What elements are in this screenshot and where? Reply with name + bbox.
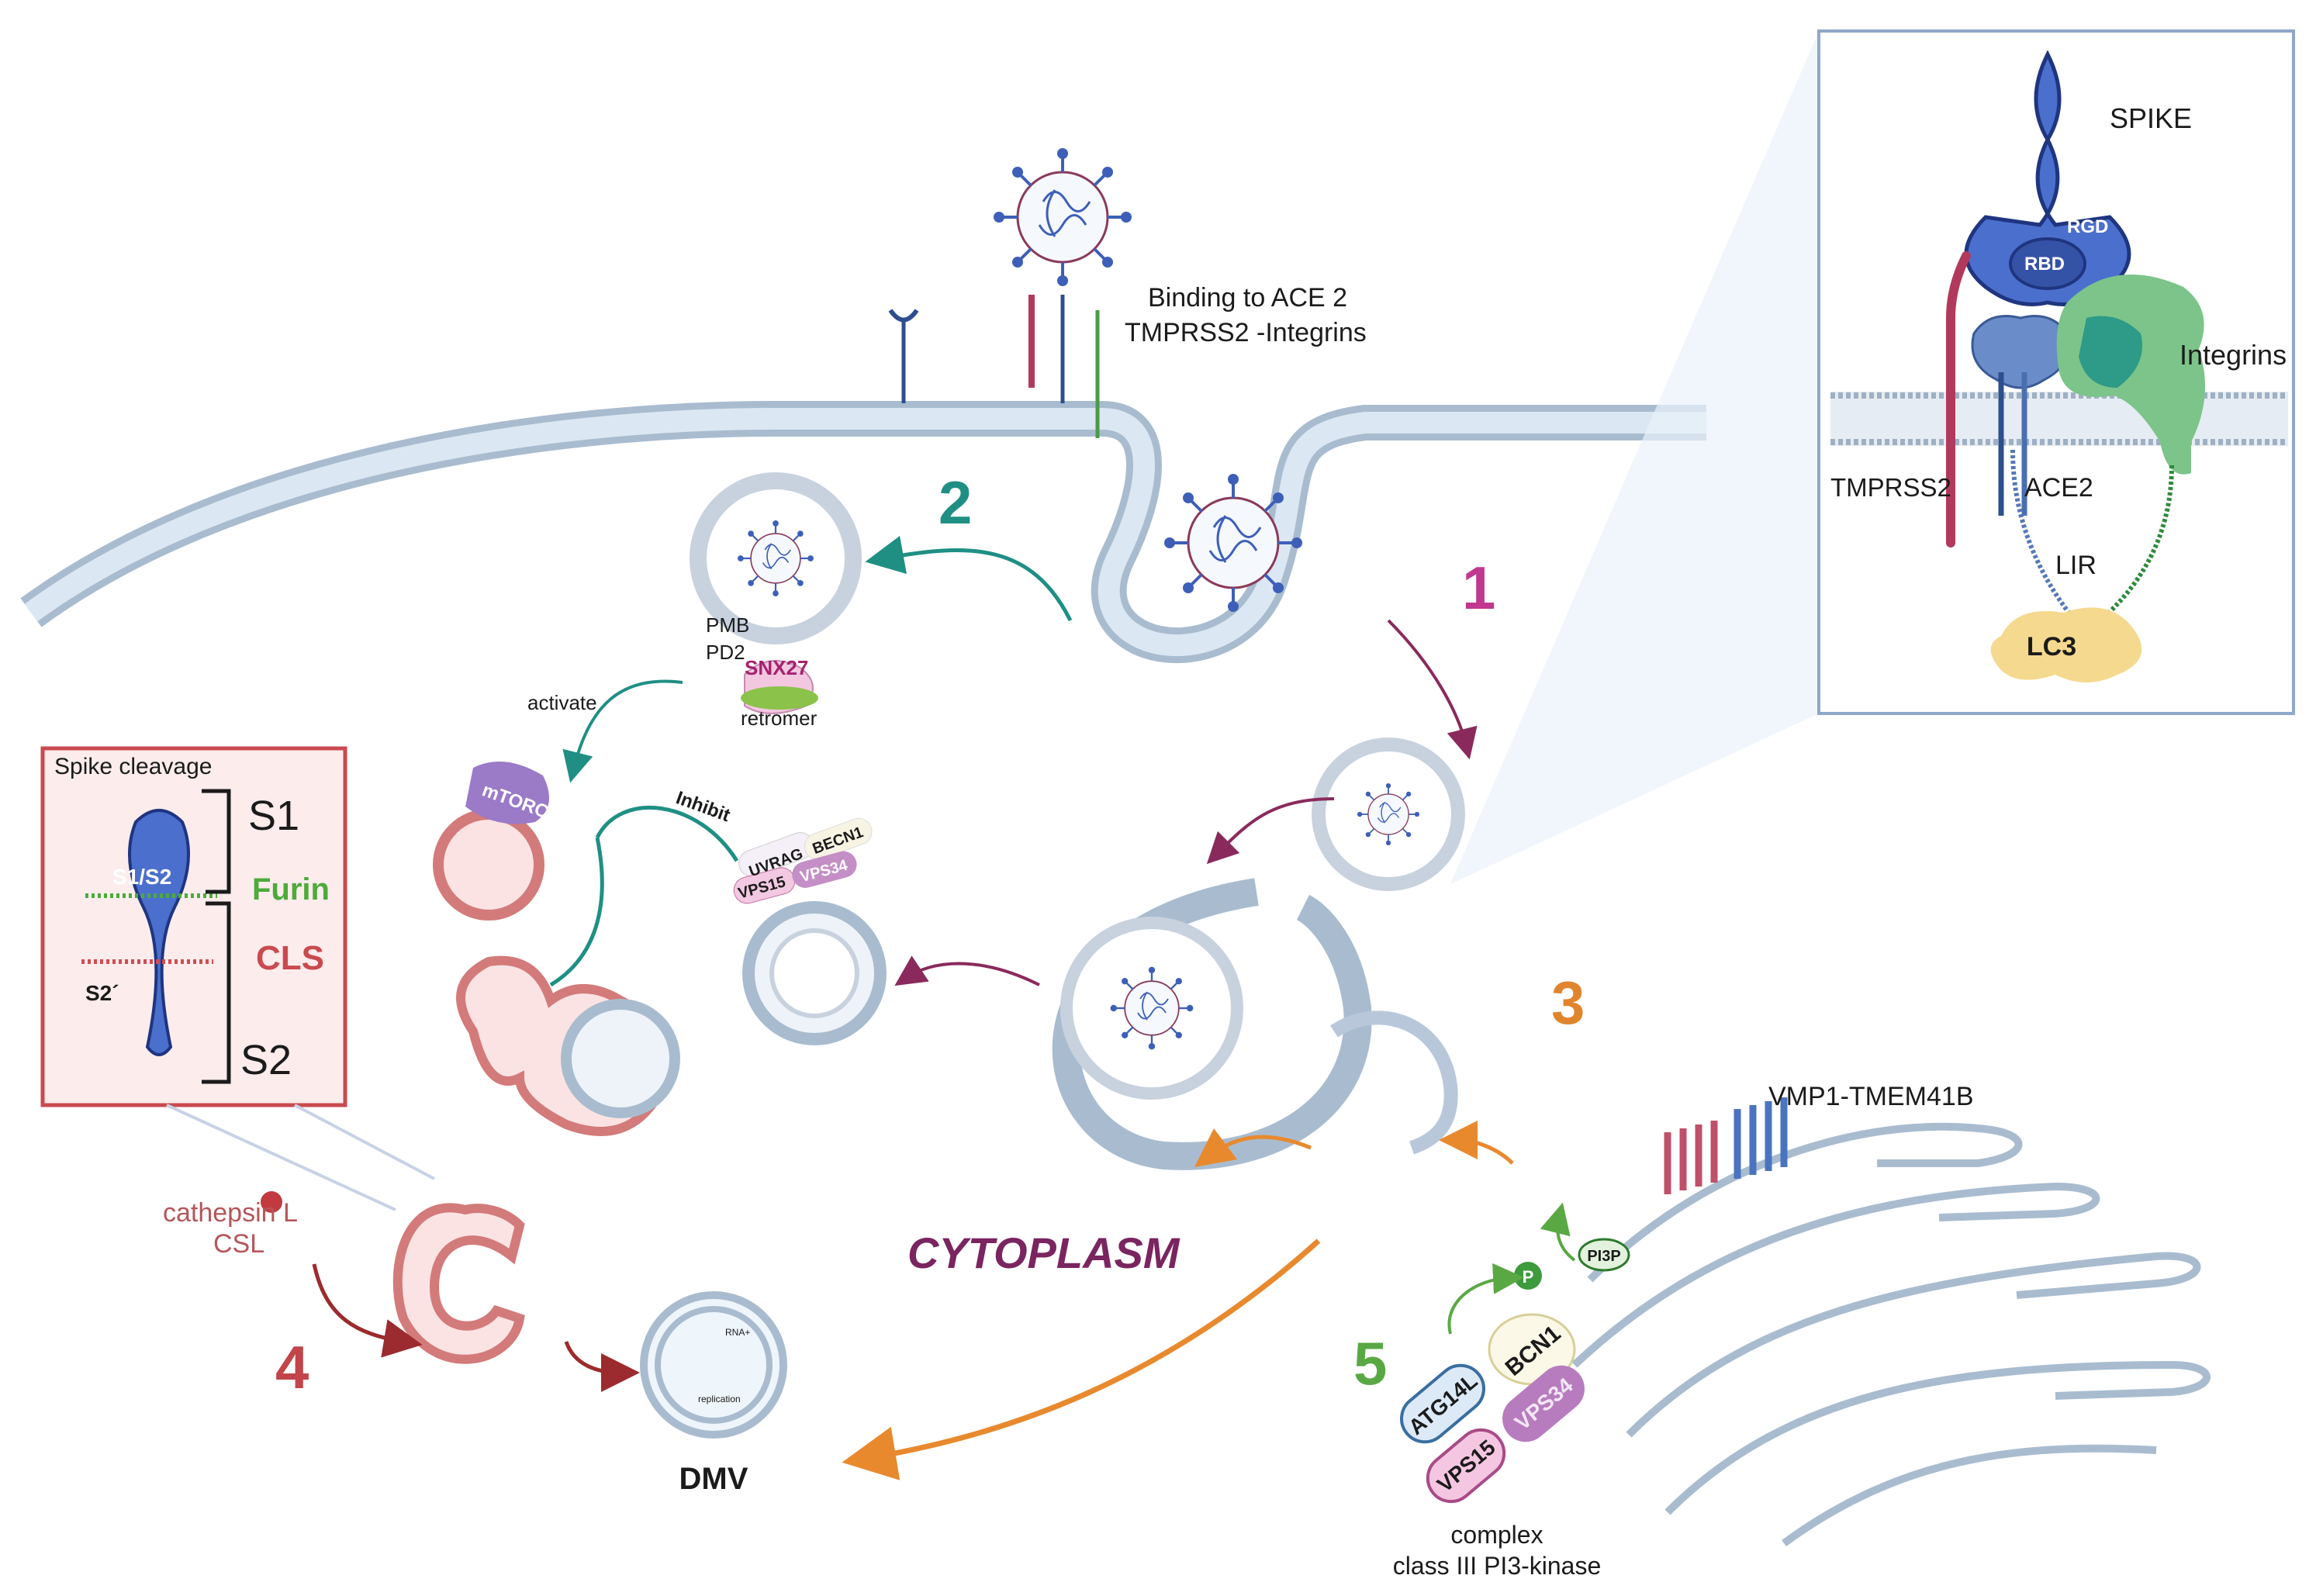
arrow-orange-2 [1439, 1121, 1514, 1165]
vps34-protein [1502, 1365, 1585, 1442]
cleavage-title: Spike cleavage [54, 754, 212, 779]
endolysosome [392, 1203, 525, 1364]
furin-label: Furin [252, 872, 330, 907]
binding-label-line1: Binding to ACE 2 [1148, 283, 1347, 313]
phosphate-label: P [1523, 1267, 1534, 1287]
inhibit-label: Inhibit [673, 787, 733, 826]
arrow-to-autophagosome [1206, 797, 1335, 865]
s1-label: S1 [248, 793, 299, 839]
inset-projection [1450, 31, 1819, 884]
retromer-label: retromer [741, 706, 818, 730]
inset-integrins-label: Integrins [2179, 339, 2287, 371]
inset-rbd-label: RBD [2024, 254, 2065, 275]
cathepsin-label-line2: CSL [213, 1229, 264, 1259]
step-4-number: 4 [275, 1333, 309, 1401]
integrin-icon [2056, 275, 2205, 634]
virus-in-autophagosome [1109, 966, 1194, 1051]
dmv-replication-label: replication [698, 1394, 741, 1404]
inset-lc3-label: LC3 [2027, 632, 2076, 662]
cytoplasm-label: CYTOPLASM [907, 1228, 1180, 1277]
lc3-protein-icon [1990, 607, 2142, 682]
activate-label: activate [527, 691, 597, 714]
uvrag-complex [733, 817, 873, 904]
arrow-to-dmv [564, 1341, 640, 1392]
inset-tmprss2-label: TMPRSS2 [1830, 473, 1951, 502]
phagophore-small [1330, 1010, 1458, 1155]
pd2-label: PD2 [706, 641, 745, 664]
endoplasmic-reticulum [1571, 1122, 2211, 1547]
retromer-icon [741, 686, 818, 710]
pi3p-icon [1578, 1238, 1630, 1272]
dmv-label: DMV [679, 1462, 748, 1496]
activate-arrow [562, 679, 683, 783]
step-3-number: 3 [1551, 969, 1585, 1037]
s2-bracket [202, 901, 231, 1084]
lysosome [433, 809, 544, 921]
virus-binding [992, 147, 1133, 288]
membrane-receptors [888, 295, 1100, 438]
vmp1-tmem41b-icon [1664, 1097, 1788, 1194]
plasma-membrane [20, 401, 1706, 663]
arrow-step2 [865, 535, 1073, 622]
phosphorylation-arrow [1447, 1263, 1524, 1335]
inset-lir-label: LIR [2055, 551, 2096, 580]
virus-in-endosome [736, 519, 815, 598]
pi3p-label: PI3P [1587, 1248, 1620, 1265]
pmb-label: PMB [706, 613, 749, 637]
virus-in-vesicle [1357, 782, 1420, 846]
arrow-step4 [312, 1263, 423, 1358]
vmp1-label: VMP1-TMEM41B [1768, 1082, 1974, 1111]
inset-membrane [1830, 392, 2288, 446]
s2-label: S2 [240, 1037, 292, 1083]
cathepsin-icon [261, 1191, 282, 1213]
step-2-number: 2 [938, 468, 972, 537]
ace2-receptor-icon [1971, 315, 2077, 622]
cls-label: CLS [256, 939, 324, 977]
arrow-to-small-autophagosome [894, 955, 1040, 986]
cleavage-connector-2 [294, 1104, 435, 1180]
step-5-number: 5 [1353, 1329, 1387, 1397]
s1s2-label: S1/S2 [112, 865, 171, 889]
vps15-protein [1426, 1428, 1506, 1504]
spike-cleavage-icon [128, 809, 190, 1056]
cleavage-connector-1 [166, 1104, 396, 1211]
binding-label-line2: TMPRSS2 -Integrins [1125, 318, 1367, 347]
spike-cleavage-box [40, 746, 347, 1107]
complex-label-line1: complex [1450, 1521, 1543, 1549]
tmprss2-icon [1946, 251, 1971, 548]
inhibit-arrow [595, 805, 739, 862]
s1-bracket [202, 789, 231, 894]
arrow-step1 [1387, 619, 1478, 760]
atg14l-protein [1400, 1363, 1485, 1444]
inset-ace2-label: ACE2 [2024, 473, 2093, 503]
inset-spike-label: SPIKE [2110, 102, 2192, 134]
dmv-vesicle [640, 1291, 787, 1439]
s2prime-label: S2´ [85, 981, 119, 1005]
pi3p-arrow [1540, 1202, 1576, 1262]
inset-rgd-label: RGD [2067, 216, 2108, 237]
arrow-orange-1 [1194, 1128, 1312, 1167]
virus-endocytosed [1163, 472, 1304, 613]
arrow-orange-to-dmv [842, 1238, 1321, 1480]
step-1-number: 1 [1462, 554, 1495, 622]
dmv-rna-label: RNA+ [725, 1327, 750, 1338]
cathepsin-label-line1: cathepsin L [163, 1198, 298, 1228]
complex-label-line2: class III PI3-kinase [1393, 1552, 1602, 1580]
inhibit-fusion-arrow [549, 837, 604, 987]
spike-protein-icon [1964, 50, 2131, 306]
mtorc1-complex-icon [465, 762, 549, 824]
snx27-label: SNX27 [745, 656, 808, 679]
